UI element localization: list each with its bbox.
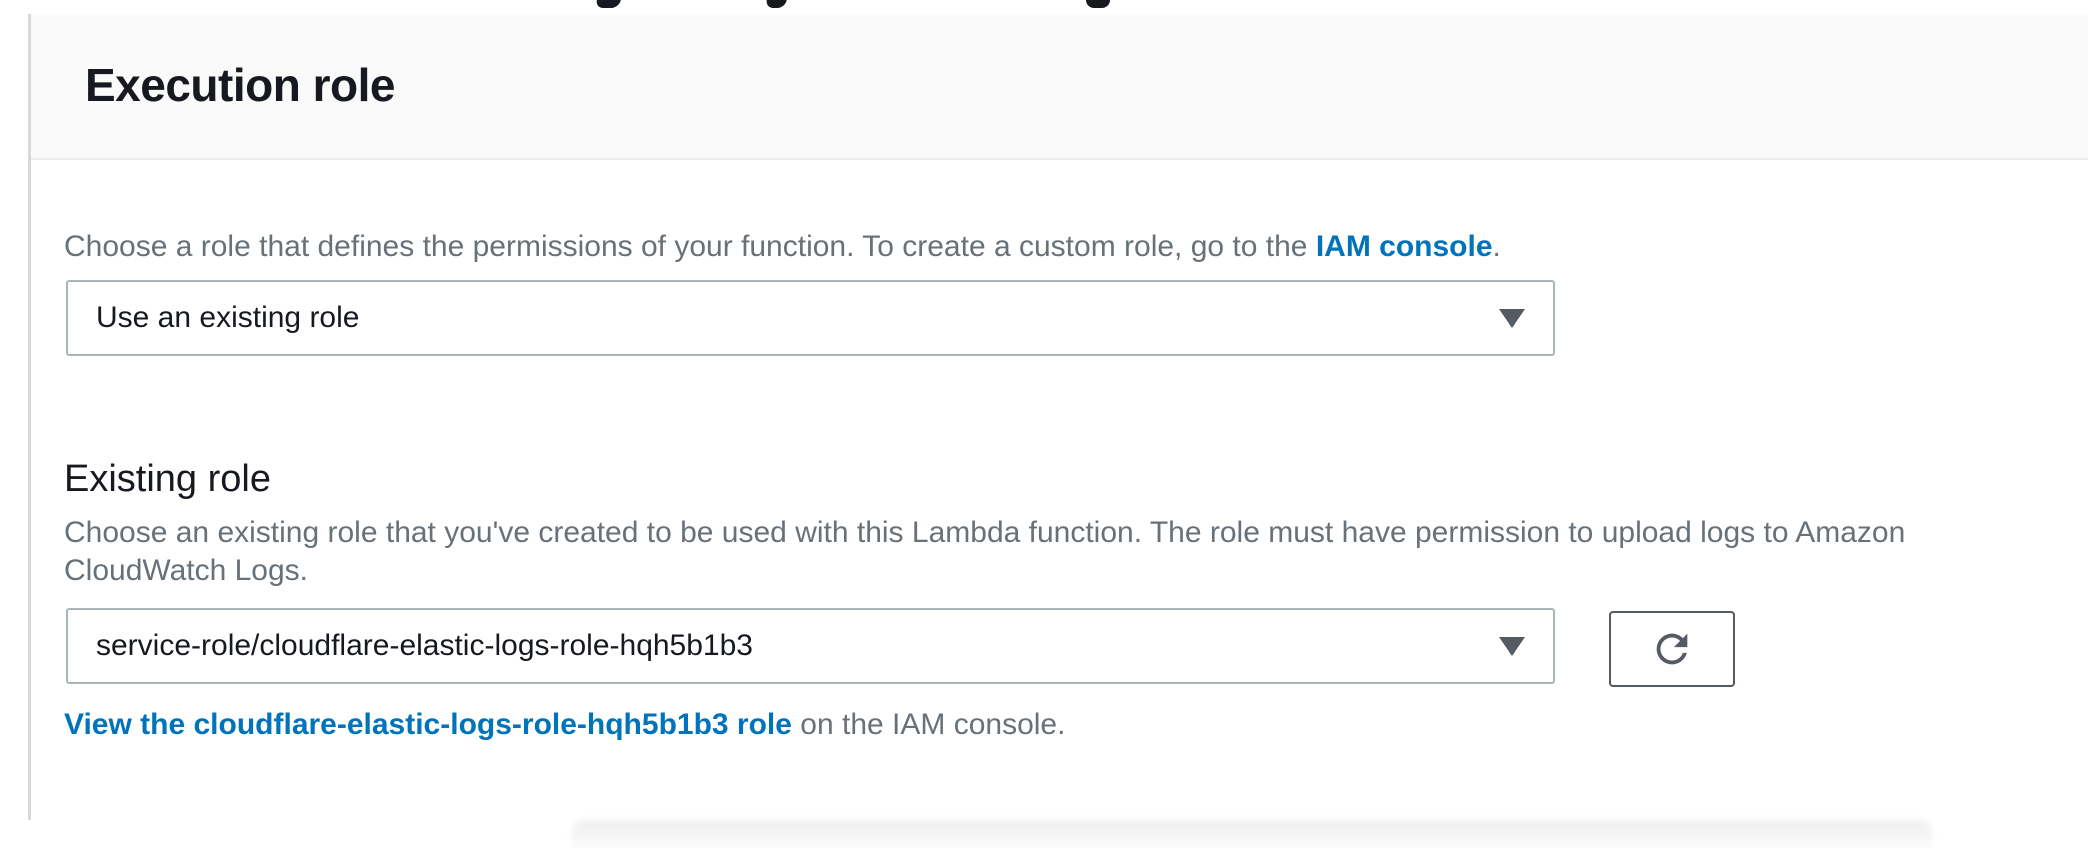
existing-role-select-value: service-role/cloudflare-elastic-logs-rol… [96, 629, 753, 662]
cut-off-text-fragment [595, 0, 621, 8]
execution-role-select[interactable]: Use an existing role [66, 280, 1555, 356]
chevron-down-icon [1499, 308, 1525, 328]
existing-role-select[interactable]: service-role/cloudflare-elastic-logs-rol… [66, 608, 1555, 684]
role-intro-text-start: Choose a role that defines the permissio… [64, 230, 1316, 263]
iam-console-link[interactable]: IAM console [1315, 230, 1493, 263]
role-intro-text: Choose a role that defines the permissio… [64, 230, 1501, 264]
view-role-link[interactable]: View the cloudflare-elastic-logs-role-hq… [64, 708, 792, 741]
section-title: Execution role [85, 59, 395, 111]
execution-role-select-value: Use an existing role [96, 301, 360, 334]
role-intro-text-end: . [1492, 230, 1501, 263]
cut-off-text-fragment [765, 0, 787, 8]
chevron-down-icon [1499, 636, 1525, 656]
view-role-line: View the cloudflare-elastic-logs-role-hq… [64, 708, 1065, 742]
view-role-suffix: on the IAM console. [791, 708, 1066, 741]
existing-role-label: Existing role [64, 458, 271, 500]
section-header: Execution role [31, 14, 2088, 160]
panel-left-border [28, 14, 31, 820]
refresh-icon [1656, 633, 1688, 665]
existing-role-description: Choose an existing role that you've crea… [64, 516, 1906, 587]
cut-off-text-fragment [1086, 0, 1110, 8]
next-panel-top-edge [572, 820, 1932, 848]
refresh-roles-button[interactable] [1609, 611, 1735, 687]
